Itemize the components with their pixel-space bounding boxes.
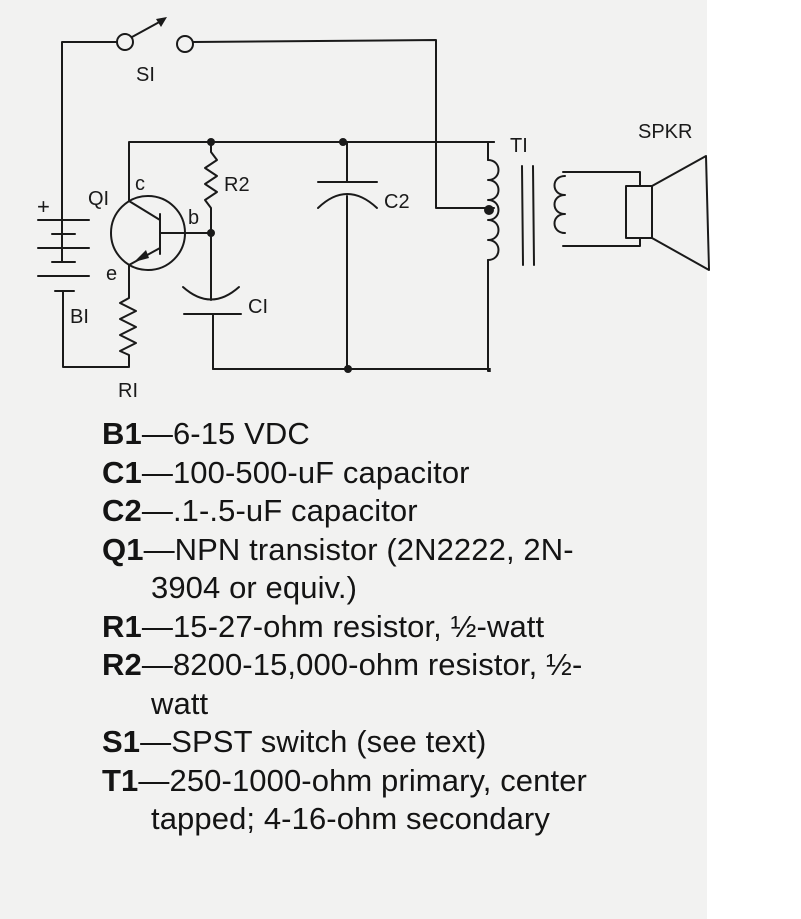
parts-list-item: S1—SPST switch (see text) [102, 723, 712, 762]
t1-core-line-2 [532, 165, 535, 266]
parts-list-item: Q1—NPN transistor (2N2222, 2N- 3904 or e… [102, 531, 712, 608]
parts-list-item: C2—.1-.5-uF capacitor [102, 492, 712, 531]
part-desc-continued: tapped; 4-16-ohm secondary [151, 801, 550, 836]
part-dash: — [141, 647, 173, 682]
switch-s1: SI [61, 17, 495, 263]
label-r2: R2 [224, 174, 250, 196]
part-desc: 8200-15,000-ohm resistor, ½- [172, 647, 583, 682]
label-r1: RI [118, 380, 138, 402]
part-ref: S1 [102, 724, 141, 759]
t1-secondary-bottom-lead [562, 237, 641, 247]
switch-lever [131, 19, 164, 38]
label-spkr: SPKR [638, 121, 692, 143]
label-emitter: e [106, 263, 117, 285]
transistor-collector-lead [128, 200, 161, 221]
transistor-q1: QI c b e [88, 141, 212, 285]
parts-list-item: C1—100-500-uF capacitor [102, 454, 712, 493]
t1-core-line-1 [521, 165, 524, 266]
wire-battery-to-switch [61, 41, 118, 263]
label-b1: BI [70, 306, 89, 328]
transistor-emitter-arrow [134, 250, 149, 262]
part-dash: — [138, 762, 170, 798]
part-desc-continued: 3904 or equiv.) [151, 570, 357, 605]
part-ref: T1 [102, 762, 139, 798]
speaker: SPKR [625, 121, 710, 271]
junction-base [207, 229, 215, 237]
part-ref: C2 [102, 493, 142, 528]
part-desc: 15-27-ohm resistor, ½-watt [172, 608, 545, 644]
parts-list-item: T1—250-1000-ohm primary, center tapped; … [102, 762, 712, 839]
part-dash: — [141, 416, 173, 451]
part-ref: C1 [102, 454, 142, 490]
battery-b1: + BI [37, 194, 129, 368]
part-ref: Q1 [102, 531, 144, 567]
label-base: b [188, 207, 199, 229]
junction-center-tap [484, 205, 494, 215]
label-c2: C2 [384, 191, 410, 213]
t1-secondary-winding [553, 175, 566, 234]
t1-primary-winding [487, 159, 500, 261]
parts-list-item: R1—15-27-ohm resistor, ½-watt [102, 608, 712, 647]
parts-list-item: B1—6-15 VDC [102, 415, 712, 454]
part-ref: B1 [102, 416, 142, 451]
circuit-schematic: SI + BI QI c b e RI R2 [37, 17, 710, 402]
t1-primary-bottom-lead [487, 259, 491, 372]
part-desc: .1-.5-uF capacitor [172, 493, 418, 528]
parts-list-item: R2—8200-15,000-ohm resistor, ½- watt [102, 646, 712, 723]
junction-c2-top [339, 138, 347, 146]
part-dash: — [141, 608, 173, 644]
transformer-t1: TI [487, 135, 641, 372]
part-desc: 250-1000-ohm primary, center [169, 762, 587, 798]
part-desc: NPN transistor (2N2222, 2N- [174, 531, 574, 567]
part-ref: R2 [102, 647, 142, 682]
capacitor-c2: C2 [317, 141, 410, 370]
label-battery-plus: + [37, 194, 50, 219]
junction-r2-top [207, 138, 215, 146]
t1-primary-top-lead [487, 141, 495, 161]
c1-curved-plate [182, 286, 240, 301]
parts-list: B1—6-15 VDC C1—100-500-uF capacitor C2—.… [102, 415, 712, 839]
label-s1: SI [136, 64, 155, 86]
part-dash: — [141, 493, 173, 528]
part-dash: — [141, 454, 173, 490]
wire-switch-to-center-tap [192, 39, 495, 209]
paper-background [0, 0, 707, 919]
speaker-magnet [625, 185, 653, 239]
c2-curved-plate [317, 193, 378, 209]
switch-terminal-left [116, 33, 134, 51]
wire-collector [128, 141, 212, 202]
label-collector: c [135, 173, 145, 195]
speaker-cone [651, 155, 710, 271]
junction-c2-bottom [344, 365, 352, 373]
page-margin [707, 0, 801, 919]
switch-terminal-right [176, 35, 194, 53]
label-q1: QI [88, 188, 109, 210]
capacitor-c1: CI [182, 232, 268, 370]
part-dash: — [140, 724, 172, 759]
label-t1: TI [510, 135, 528, 157]
r2-zigzag [204, 141, 218, 234]
part-dash: — [143, 531, 175, 567]
part-desc: 100-500-uF capacitor [172, 454, 470, 490]
t1-secondary-top-lead [562, 171, 641, 187]
resistor-r1: RI [118, 264, 138, 402]
part-desc: 6-15 VDC [172, 416, 310, 451]
wire-battery-to-r1 [62, 290, 129, 368]
switch-lever-tip [156, 17, 167, 27]
part-ref: R1 [102, 608, 142, 644]
part-desc: SPST switch (see text) [171, 724, 487, 759]
r1-zigzag [119, 264, 137, 368]
resistor-r2: R2 [204, 141, 250, 234]
label-c1: CI [248, 296, 268, 318]
part-desc-continued: watt [151, 685, 209, 721]
